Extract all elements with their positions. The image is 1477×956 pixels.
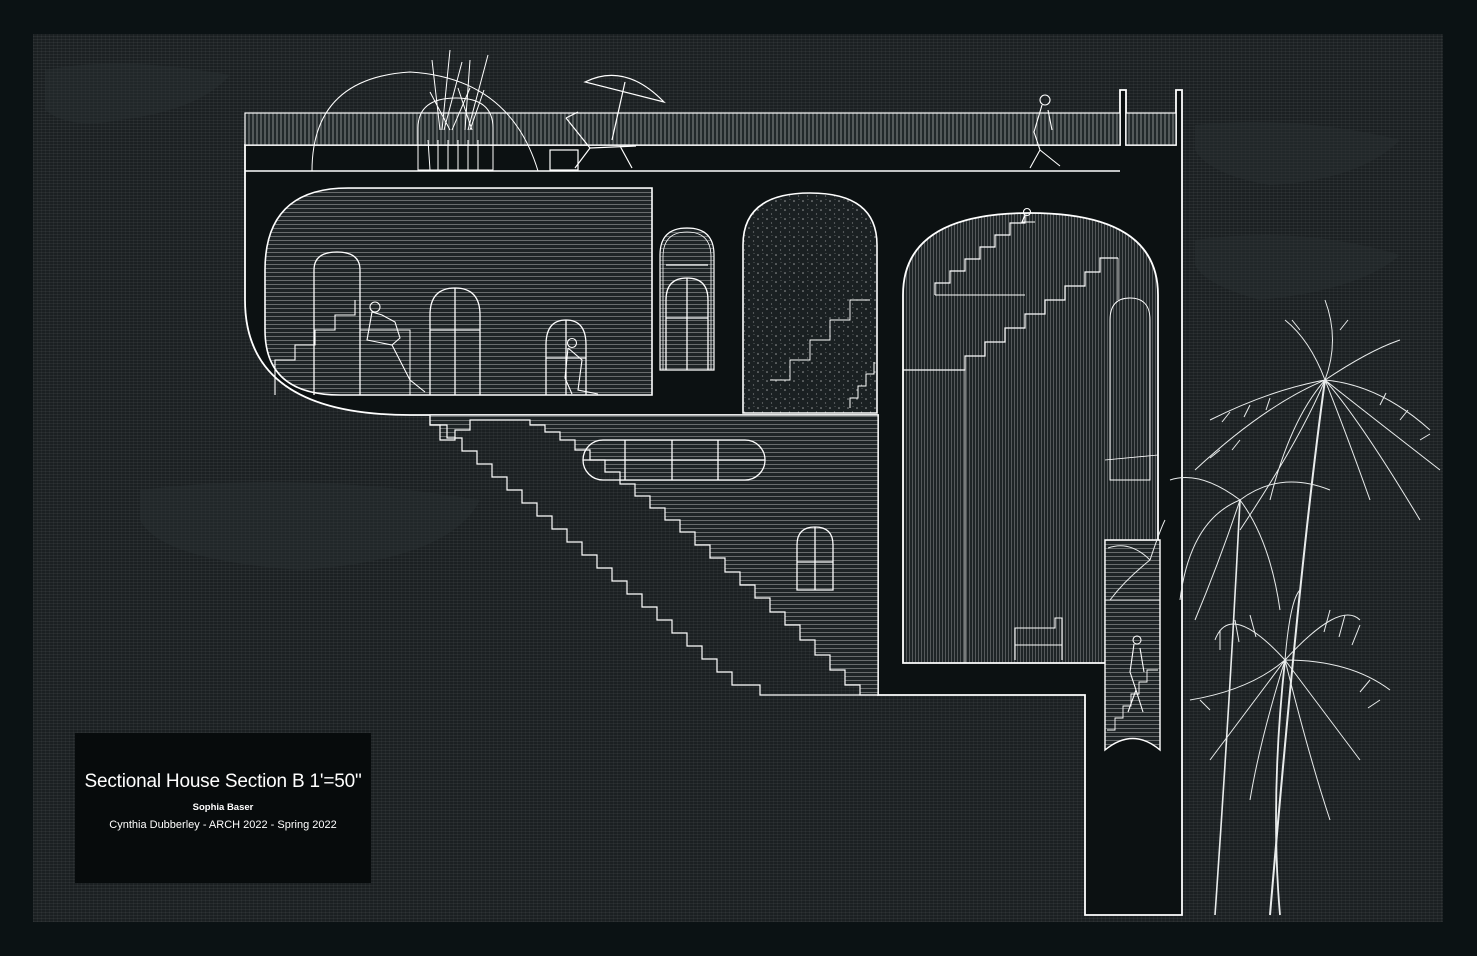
course-info: Cynthia Dubberley - ARCH 2022 - Spring 2… bbox=[109, 819, 337, 831]
lower-shaft-space bbox=[1104, 539, 1161, 752]
windows bbox=[313, 251, 834, 591]
grand-stair-steps bbox=[429, 415, 878, 696]
hall-stair-upper bbox=[934, 215, 1026, 295]
window-arched-1 bbox=[313, 251, 361, 395]
living-room-space bbox=[264, 187, 653, 396]
deck-chair-icon bbox=[549, 111, 637, 171]
title-block: Sectional House Section B 1'=50" Sophia … bbox=[75, 733, 371, 883]
roof-terrace-railing bbox=[244, 112, 1121, 146]
hall-stair-main bbox=[903, 257, 1118, 371]
roof-dome bbox=[311, 71, 539, 172]
central-arch-space bbox=[742, 192, 878, 414]
beach-umbrella-icon bbox=[583, 74, 666, 141]
palm-tree-icon bbox=[1107, 299, 1441, 916]
roof-parapet-right bbox=[1125, 112, 1177, 146]
armchair-icon bbox=[1014, 617, 1063, 660]
person-figure-icon bbox=[366, 94, 1145, 713]
background-texture bbox=[45, 63, 1400, 570]
grand-stair-underside bbox=[429, 414, 879, 696]
drawing-title: Sectional House Section B 1'=50" bbox=[84, 771, 362, 792]
potted-grass-icon bbox=[417, 49, 494, 171]
author-name: Sophia Baser bbox=[192, 802, 254, 813]
